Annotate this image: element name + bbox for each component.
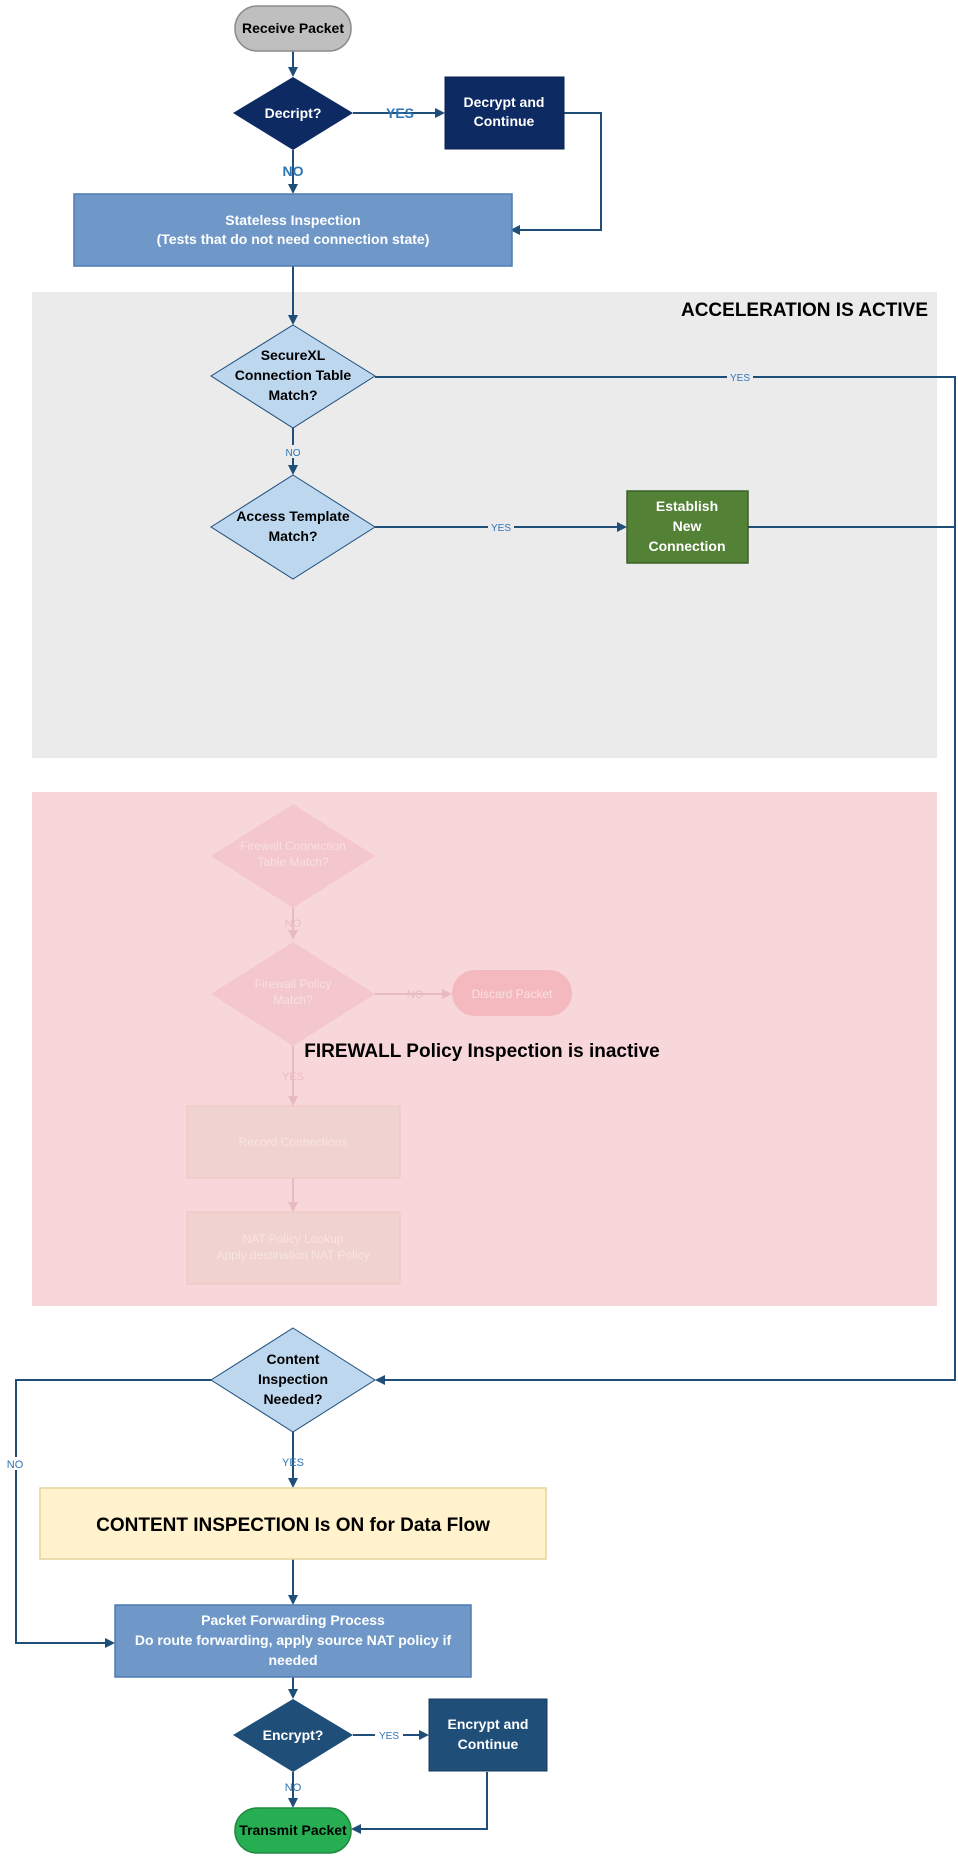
stateless-inspection-line-2: (Tests that do not need connection state… <box>157 231 430 247</box>
securexl-match-line-2: Connection Table <box>235 367 352 383</box>
content-no-label-bg <box>4 1457 28 1470</box>
securexl-no-label-bg <box>281 445 305 458</box>
stateless-inspection-box <box>73 193 513 267</box>
decrypt-decision-diamond <box>233 77 353 150</box>
edge-encrypt-continue-to-transmit <box>351 1772 488 1834</box>
acceleration-region-title: ACCELERATION IS ACTIVE <box>681 300 928 321</box>
access-template-match-diamond <box>210 474 376 580</box>
decrypt-no-label: NO <box>283 163 304 179</box>
securexl-no-label: NO <box>286 448 301 459</box>
packet-forwarding-line-3: needed <box>268 1652 317 1668</box>
encrypt-decision-diamond <box>233 1699 353 1772</box>
packet-forwarding-line-2: Do route forwarding, apply source NAT po… <box>135 1632 452 1648</box>
faded-discard-packet-label: Discard Packet <box>472 987 553 1001</box>
establish-connection-line-3: Connection <box>649 538 726 554</box>
firewall-region <box>32 792 937 1306</box>
access-template-yes-label-bg <box>488 520 514 533</box>
encrypt-continue-line-2: Continue <box>458 1736 519 1752</box>
edge-decrypt-continue-to-stateless <box>510 112 602 235</box>
access-template-yes-label: YES <box>491 523 511 534</box>
edge-content-no <box>15 1379 211 1648</box>
faded-record-connections-label: Record Connections <box>239 1135 348 1149</box>
faded-connection-match-diamond <box>211 804 375 908</box>
access-template-match-line-2: Match? <box>269 528 318 544</box>
faded-no-label-1: NO <box>285 918 302 930</box>
faded-no-label-2: NO <box>407 989 424 1001</box>
decrypt-yes-label: YES <box>386 105 414 121</box>
acceleration-region <box>32 292 937 758</box>
establish-connection-line-1: Establish <box>656 498 718 514</box>
faded-policy-match-line-2: Match? <box>273 993 313 1007</box>
content-yes-label: YES <box>282 1457 304 1469</box>
content-inspection-on-label: CONTENT INSPECTION Is ON for Data Flow <box>96 1515 490 1536</box>
content-no-label: NO <box>7 1459 24 1471</box>
content-inspection-needed-line-1: Content <box>267 1351 320 1367</box>
receive-packet-terminal <box>234 5 352 52</box>
content-inspection-needed-line-2: Inspection <box>258 1371 328 1387</box>
packet-forwarding-box <box>114 1604 472 1678</box>
faded-discard-packet <box>452 970 572 1016</box>
establish-connection-line-2: New <box>673 518 702 534</box>
faded-nat-policy <box>186 1211 401 1285</box>
transmit-packet-label: Transmit Packet <box>239 1822 347 1838</box>
access-template-match-line-1: Access Template <box>236 508 350 524</box>
faded-policy-match-diamond <box>211 942 375 1046</box>
encrypt-yes-label-bg <box>375 1729 403 1742</box>
securexl-match-line-3: Match? <box>269 387 318 403</box>
faded-policy-match-line-1: Firewall Policy <box>255 977 332 991</box>
faded-connection-match-line-2: Table Match? <box>257 855 329 869</box>
securexl-yes-label-bg <box>727 370 753 383</box>
content-inspection-needed-diamond <box>210 1327 376 1433</box>
encrypt-continue-box <box>428 1698 548 1772</box>
transmit-packet-terminal <box>234 1807 352 1854</box>
securexl-yes-label: YES <box>730 373 750 384</box>
faded-firewall-flow: Firewall Connection Table Match? NO Fire… <box>186 804 572 1285</box>
decrypt-decision-label: Decript? <box>265 105 322 121</box>
establish-connection-box <box>626 490 749 564</box>
encrypt-decision-label: Encrypt? <box>263 1727 324 1743</box>
firewall-region-title: FIREWALL Policy Inspection is inactive <box>304 1041 659 1062</box>
decrypt-continue-line-2: Continue <box>474 113 535 129</box>
encrypt-no-label: NO <box>285 1782 302 1794</box>
faded-yes-label: YES <box>282 1071 304 1083</box>
packet-forwarding-line-1: Packet Forwarding Process <box>201 1612 385 1628</box>
faded-nat-policy-line-2: Apply destination NAT Policy <box>217 1248 370 1262</box>
receive-packet-label: Receive Packet <box>242 20 344 36</box>
content-inspection-needed-line-3: Needed? <box>263 1391 322 1407</box>
decrypt-continue-box <box>444 76 565 150</box>
encrypt-yes-label: YES <box>379 1731 399 1742</box>
securexl-match-diamond <box>210 324 376 429</box>
securexl-match-line-1: SecureXL <box>261 347 326 363</box>
decrypt-continue-line-1: Decrypt and <box>464 94 545 110</box>
content-inspection-on-box <box>39 1487 547 1560</box>
encrypt-continue-line-1: Encrypt and <box>448 1716 529 1732</box>
faded-record-connections <box>186 1105 401 1179</box>
stateless-inspection-line-1: Stateless Inspection <box>225 212 360 228</box>
faded-nat-policy-line-1: NAT Policy Lookup <box>243 1232 344 1246</box>
edge-securexl-yes <box>375 376 956 1385</box>
faded-connection-match-line-1: Firewall Connection <box>240 839 345 853</box>
